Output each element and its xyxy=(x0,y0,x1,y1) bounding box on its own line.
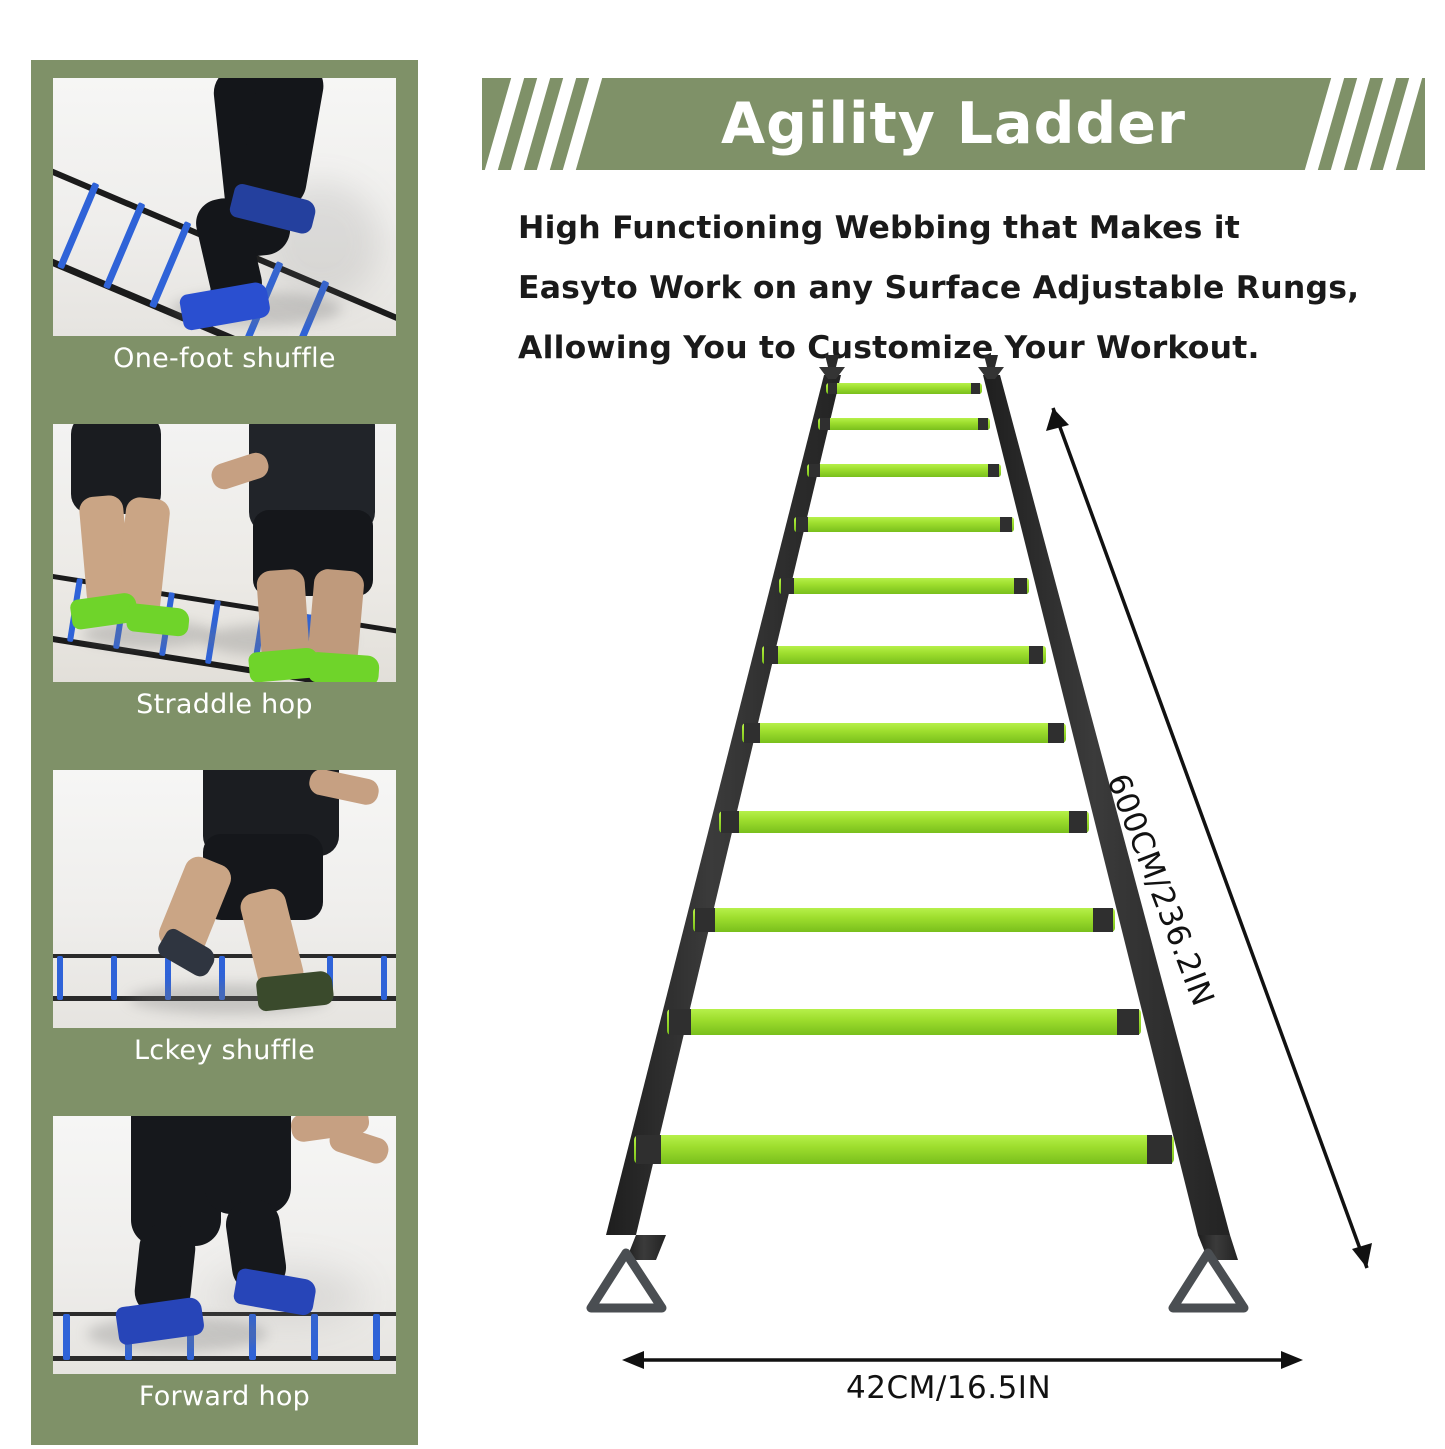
length-arrowhead-bottom xyxy=(1352,1243,1372,1268)
width-arrowhead-left xyxy=(622,1351,644,1369)
title-banner: Agility Ladder xyxy=(482,78,1425,170)
ladder-top-peg-right xyxy=(978,355,1004,379)
lckey-shuffle-photo xyxy=(53,770,396,1028)
ladder-top-peg-left xyxy=(819,355,845,379)
ladder-handle-left xyxy=(586,1248,667,1313)
ladder-left-rail xyxy=(606,375,841,1235)
sidebar-item-one-foot-shuffle: One-foot shuffle xyxy=(31,60,418,406)
width-dimension-label: 42CM/16.5IN xyxy=(846,1370,1052,1406)
ladder-rungs xyxy=(634,383,1174,1164)
ladder-illustration xyxy=(586,355,1372,1369)
usage-examples-sidebar: One-foot shuffle xyxy=(31,60,418,1445)
sidebar-item-label: Forward hop xyxy=(138,1381,311,1412)
ladder-right-rail xyxy=(983,375,1230,1235)
sidebar-item-label: Straddle hop xyxy=(136,689,313,720)
banner-background xyxy=(482,78,1425,170)
length-arrowhead-top xyxy=(1046,408,1069,431)
length-dimension-arrow xyxy=(1051,407,1369,1269)
sidebar-item-forward-hop: Forward hop xyxy=(31,1098,418,1444)
straddle-hop-photo xyxy=(53,424,396,682)
page-title: Agility Ladder xyxy=(721,91,1186,157)
sidebar-item-lckey-shuffle: Lckey shuffle xyxy=(31,752,418,1098)
sidebar-item-label: One-foot shuffle xyxy=(113,343,336,374)
width-arrowhead-right xyxy=(1281,1351,1303,1369)
sidebar-item-straddle-hop: Straddle hop xyxy=(31,406,418,752)
ladder-handle-right xyxy=(1168,1248,1249,1313)
agility-ladder-product-photo: 600CM/236.2IN 42CM/16.5IN xyxy=(440,355,1445,1445)
forward-hop-photo xyxy=(53,1116,396,1374)
product-description: High Functioning Webbing that Makes it E… xyxy=(518,210,1360,366)
one-foot-shuffle-photo xyxy=(53,78,396,336)
sidebar-item-label: Lckey shuffle xyxy=(133,1035,316,1066)
main-content: Agility Ladder High Functioning Webbing … xyxy=(440,0,1445,1445)
